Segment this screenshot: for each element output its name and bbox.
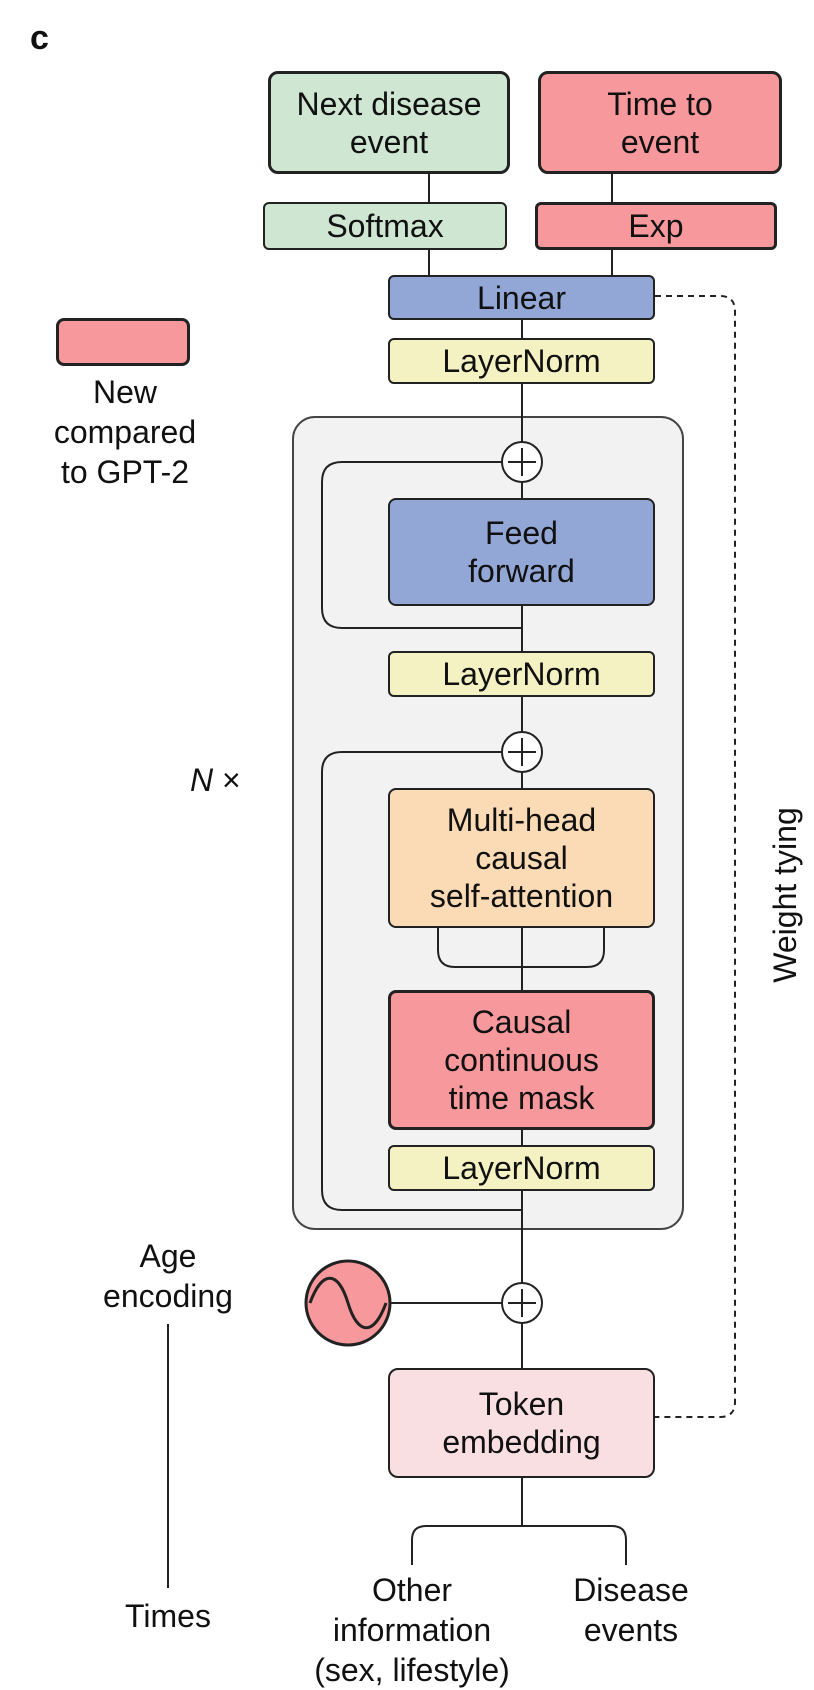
repeat-suffix: × — [213, 762, 241, 798]
linear-box: Linear — [388, 275, 655, 320]
times-label: Times — [125, 1598, 211, 1634]
add-node-bottom — [501, 1282, 543, 1324]
repeat-label: N × — [190, 760, 241, 800]
weight-tying-label: Weight tying — [767, 807, 803, 983]
token-embedding-box: Token embedding — [388, 1368, 655, 1478]
layernorm-bottom-box: LayerNorm — [388, 1145, 655, 1191]
legend-label: New compared to GPT-2 — [53, 374, 197, 490]
legend-swatch — [56, 318, 190, 366]
layernorm-middle-box: LayerNorm — [388, 651, 655, 697]
add-node-top — [501, 441, 543, 483]
panel-label: c — [30, 19, 49, 57]
feed-forward-box: Feed forward — [388, 498, 655, 606]
input-bracket — [411, 1525, 627, 1565]
softmax-box: Softmax — [263, 202, 507, 250]
add-node-middle — [501, 731, 543, 773]
sinusoid-icon — [304, 1259, 392, 1347]
other-information-label: Other information (sex, lifestyle) — [314, 1572, 510, 1688]
time-mask-box: Causal continuous time mask — [388, 990, 655, 1130]
time-to-event-box: Time to event — [538, 71, 782, 174]
attention-bracket — [437, 927, 605, 968]
age-encoding-label: Age encoding — [103, 1238, 233, 1314]
attention-box: Multi-head causal self-attention — [388, 788, 655, 928]
layernorm-top-box: LayerNorm — [388, 338, 655, 384]
next-disease-event-box: Next disease event — [268, 71, 510, 174]
residual-loop-attention — [321, 751, 522, 1211]
disease-events-label: Disease events — [573, 1572, 689, 1648]
weight-tying-line — [655, 295, 736, 1418]
exp-box: Exp — [535, 202, 777, 250]
residual-loop-feed-forward — [321, 461, 522, 629]
repeat-prefix: N — [190, 762, 214, 798]
